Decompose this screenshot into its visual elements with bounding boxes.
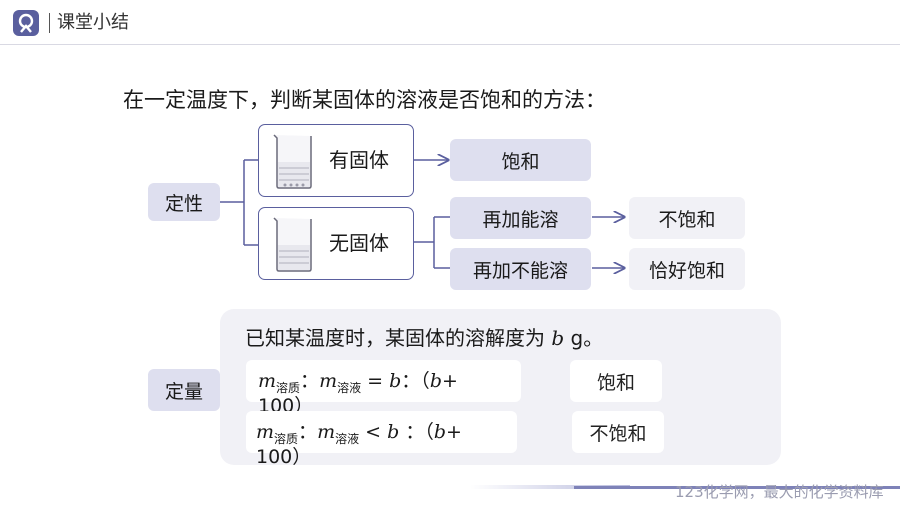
footer-decoration	[470, 485, 630, 489]
formula-symbol: m	[319, 370, 338, 392]
formula-2-box	[246, 411, 517, 453]
beaker-icon	[273, 134, 312, 189]
result-unsaturated: 不饱和	[629, 197, 745, 239]
formula-symbol: m	[256, 421, 275, 443]
formula-1-box	[246, 360, 521, 402]
footer-decoration-bar	[574, 486, 900, 489]
formula-symbol: m	[258, 370, 277, 392]
formula-subscript: 溶质	[276, 380, 301, 395]
formula-variable: b	[389, 370, 402, 392]
premise-unit: g。	[570, 326, 604, 350]
with-solid-label: 有固体	[329, 148, 389, 172]
header-separator	[49, 13, 50, 33]
formula-colon: ：	[300, 370, 320, 392]
quantitative-label: 定量	[148, 369, 220, 411]
header-divider	[0, 44, 900, 45]
watermark: 123化学网，最大的化学资料库	[675, 483, 884, 501]
formula-subscript: 溶质	[274, 431, 299, 446]
page-title: 课堂小结	[57, 12, 129, 33]
formula-2-result: 不饱和	[572, 411, 664, 453]
beaker-icon	[273, 217, 312, 272]
without-solid-label: 无固体	[329, 231, 389, 255]
formula-1: m溶质：m溶液 = b：（b+	[258, 369, 458, 400]
formula-2-line2: 100）	[256, 446, 312, 468]
formula-colon: ：（	[401, 370, 430, 392]
formula-colon: ：（	[399, 421, 434, 443]
app-logo-icon	[13, 10, 39, 36]
with-solid-card: 有固体	[258, 124, 414, 197]
formula-2: m溶质：m溶液 < b ：（b+	[256, 420, 462, 451]
add-cannot-dissolve: 再加不能溶	[450, 248, 591, 290]
formula-variable: b	[387, 421, 400, 443]
qualitative-label: 定性	[148, 183, 220, 221]
premise-text: 已知某温度时，某固体的溶解度为 b g。	[245, 326, 603, 350]
formula-subscript: 溶液	[337, 380, 362, 395]
formula-colon: ：	[298, 421, 318, 443]
result-just-saturated: 恰好饱和	[629, 248, 745, 290]
formula-symbol: m	[317, 421, 336, 443]
premise-sentence: 已知某温度时，某固体的溶解度为	[245, 326, 545, 350]
formula-variable: b	[429, 370, 442, 392]
formula-operator: <	[365, 421, 388, 443]
result-saturated: 饱和	[450, 139, 591, 181]
main-question: 在一定温度下，判断某固体的溶液是否饱和的方法：	[123, 88, 606, 112]
add-can-dissolve: 再加能溶	[450, 197, 591, 239]
formula-plus: +	[441, 370, 458, 392]
formula-1-result: 饱和	[570, 360, 662, 402]
formula-operator: =	[367, 370, 390, 392]
premise-variable: b	[551, 326, 565, 350]
formula-variable: b	[433, 421, 447, 443]
formula-plus: +	[446, 421, 462, 443]
formula-subscript: 溶液	[335, 431, 360, 446]
without-solid-card: 无固体	[258, 207, 414, 280]
